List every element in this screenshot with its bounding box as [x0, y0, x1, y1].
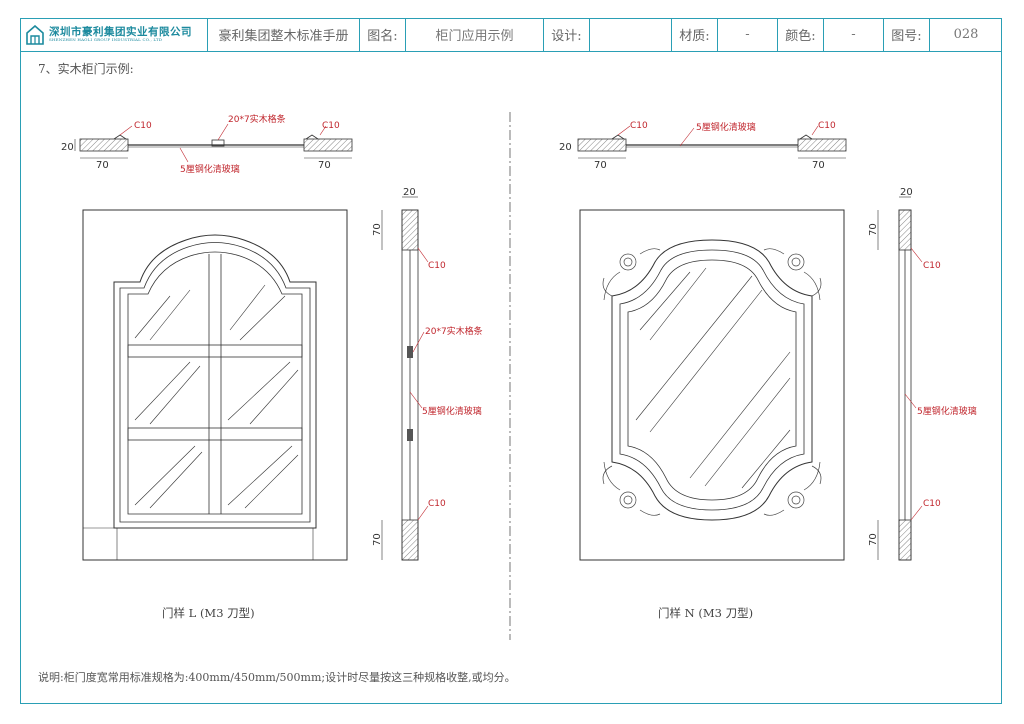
specification-note: 说明:柜门度宽常用标准规格为:400mm/450mm/500mm;设计时尽量按这… [38, 671, 516, 684]
left-door-side-section [381, 196, 429, 561]
figure-name-value: 柜门应用示例 [406, 18, 544, 51]
right-side-dim-top: 70 [868, 223, 879, 236]
right-door-elevation [579, 209, 845, 561]
company-name-en: SHENZHEN HAOLI GROUP INDUSTRIAL CO., LTD [49, 37, 163, 43]
right-top-c10-left: C10 [630, 121, 648, 131]
figure-name-label: 图名: [360, 18, 406, 51]
left-side-c10-bottom: C10 [428, 499, 446, 509]
title-block: 深圳市豪利集团实业有限公司 SHENZHEN HAOLI GROUP INDUS… [20, 18, 1002, 52]
right-top-dim-thickness: 20 [559, 142, 572, 153]
figure-no-label: 图号: [884, 18, 930, 51]
right-top-dim-right: 70 [812, 160, 825, 171]
left-door-caption: 门样 L (M3 刀型) [162, 606, 255, 620]
left-top-rail-label: 20*7实木格条 [228, 113, 286, 125]
manual-title: 豪利集团整木标准手册 [208, 18, 360, 51]
design-value [590, 18, 672, 51]
left-door-section-top [74, 123, 353, 163]
figure-no-value: 028 [953, 27, 979, 42]
left-top-c10-left: C10 [134, 121, 152, 131]
right-side-dim-bottom: 70 [868, 533, 879, 546]
right-top-c10-right: C10 [818, 121, 836, 131]
company-logo-icon [26, 24, 44, 45]
right-top-glass-label: 5厘钢化清玻璃 [696, 121, 756, 133]
left-top-glass-label: 5厘钢化清玻璃 [180, 163, 240, 175]
color-label: 颜色: [778, 18, 824, 51]
company-name: 深圳市豪利集团实业有限公司 [49, 25, 192, 38]
right-side-c10-top: C10 [923, 261, 941, 271]
left-side-glass-label: 5厘钢化清玻璃 [422, 405, 482, 417]
right-side-glass-label: 5厘钢化清玻璃 [917, 405, 977, 417]
left-side-dim-bottom: 70 [372, 533, 383, 546]
right-top-dim-left: 70 [594, 160, 607, 171]
company-logo: 深圳市豪利集团实业有限公司 SHENZHEN HAOLI GROUP INDUS… [20, 18, 208, 51]
section-title: 7、实木柜门示例: [38, 62, 134, 76]
design-label: 设计: [544, 18, 590, 51]
right-door-carvings [602, 248, 822, 516]
material-label: 材质: [672, 18, 718, 51]
right-door-section-top [577, 125, 847, 159]
left-top-c10-right: C10 [322, 121, 340, 131]
right-side-c10-bottom: C10 [923, 499, 941, 509]
right-door-caption: 门样 N (M3 刀型) [658, 606, 753, 620]
left-side-dim-thickness: 20 [403, 187, 416, 198]
material-value: - [718, 18, 778, 51]
drawing-frame [20, 18, 1002, 704]
color-value: - [824, 18, 884, 51]
left-top-dim-thickness: 20 [61, 142, 74, 153]
right-door-side-section [877, 196, 923, 561]
left-side-rail-label: 20*7实木格条 [425, 325, 483, 337]
left-side-dim-top: 70 [372, 223, 383, 236]
left-side-c10-top: C10 [428, 261, 446, 271]
left-top-dim-left: 70 [96, 160, 109, 171]
left-door-elevation [82, 209, 348, 561]
right-side-dim-thickness: 20 [900, 187, 913, 198]
left-top-dim-right: 70 [318, 160, 331, 171]
